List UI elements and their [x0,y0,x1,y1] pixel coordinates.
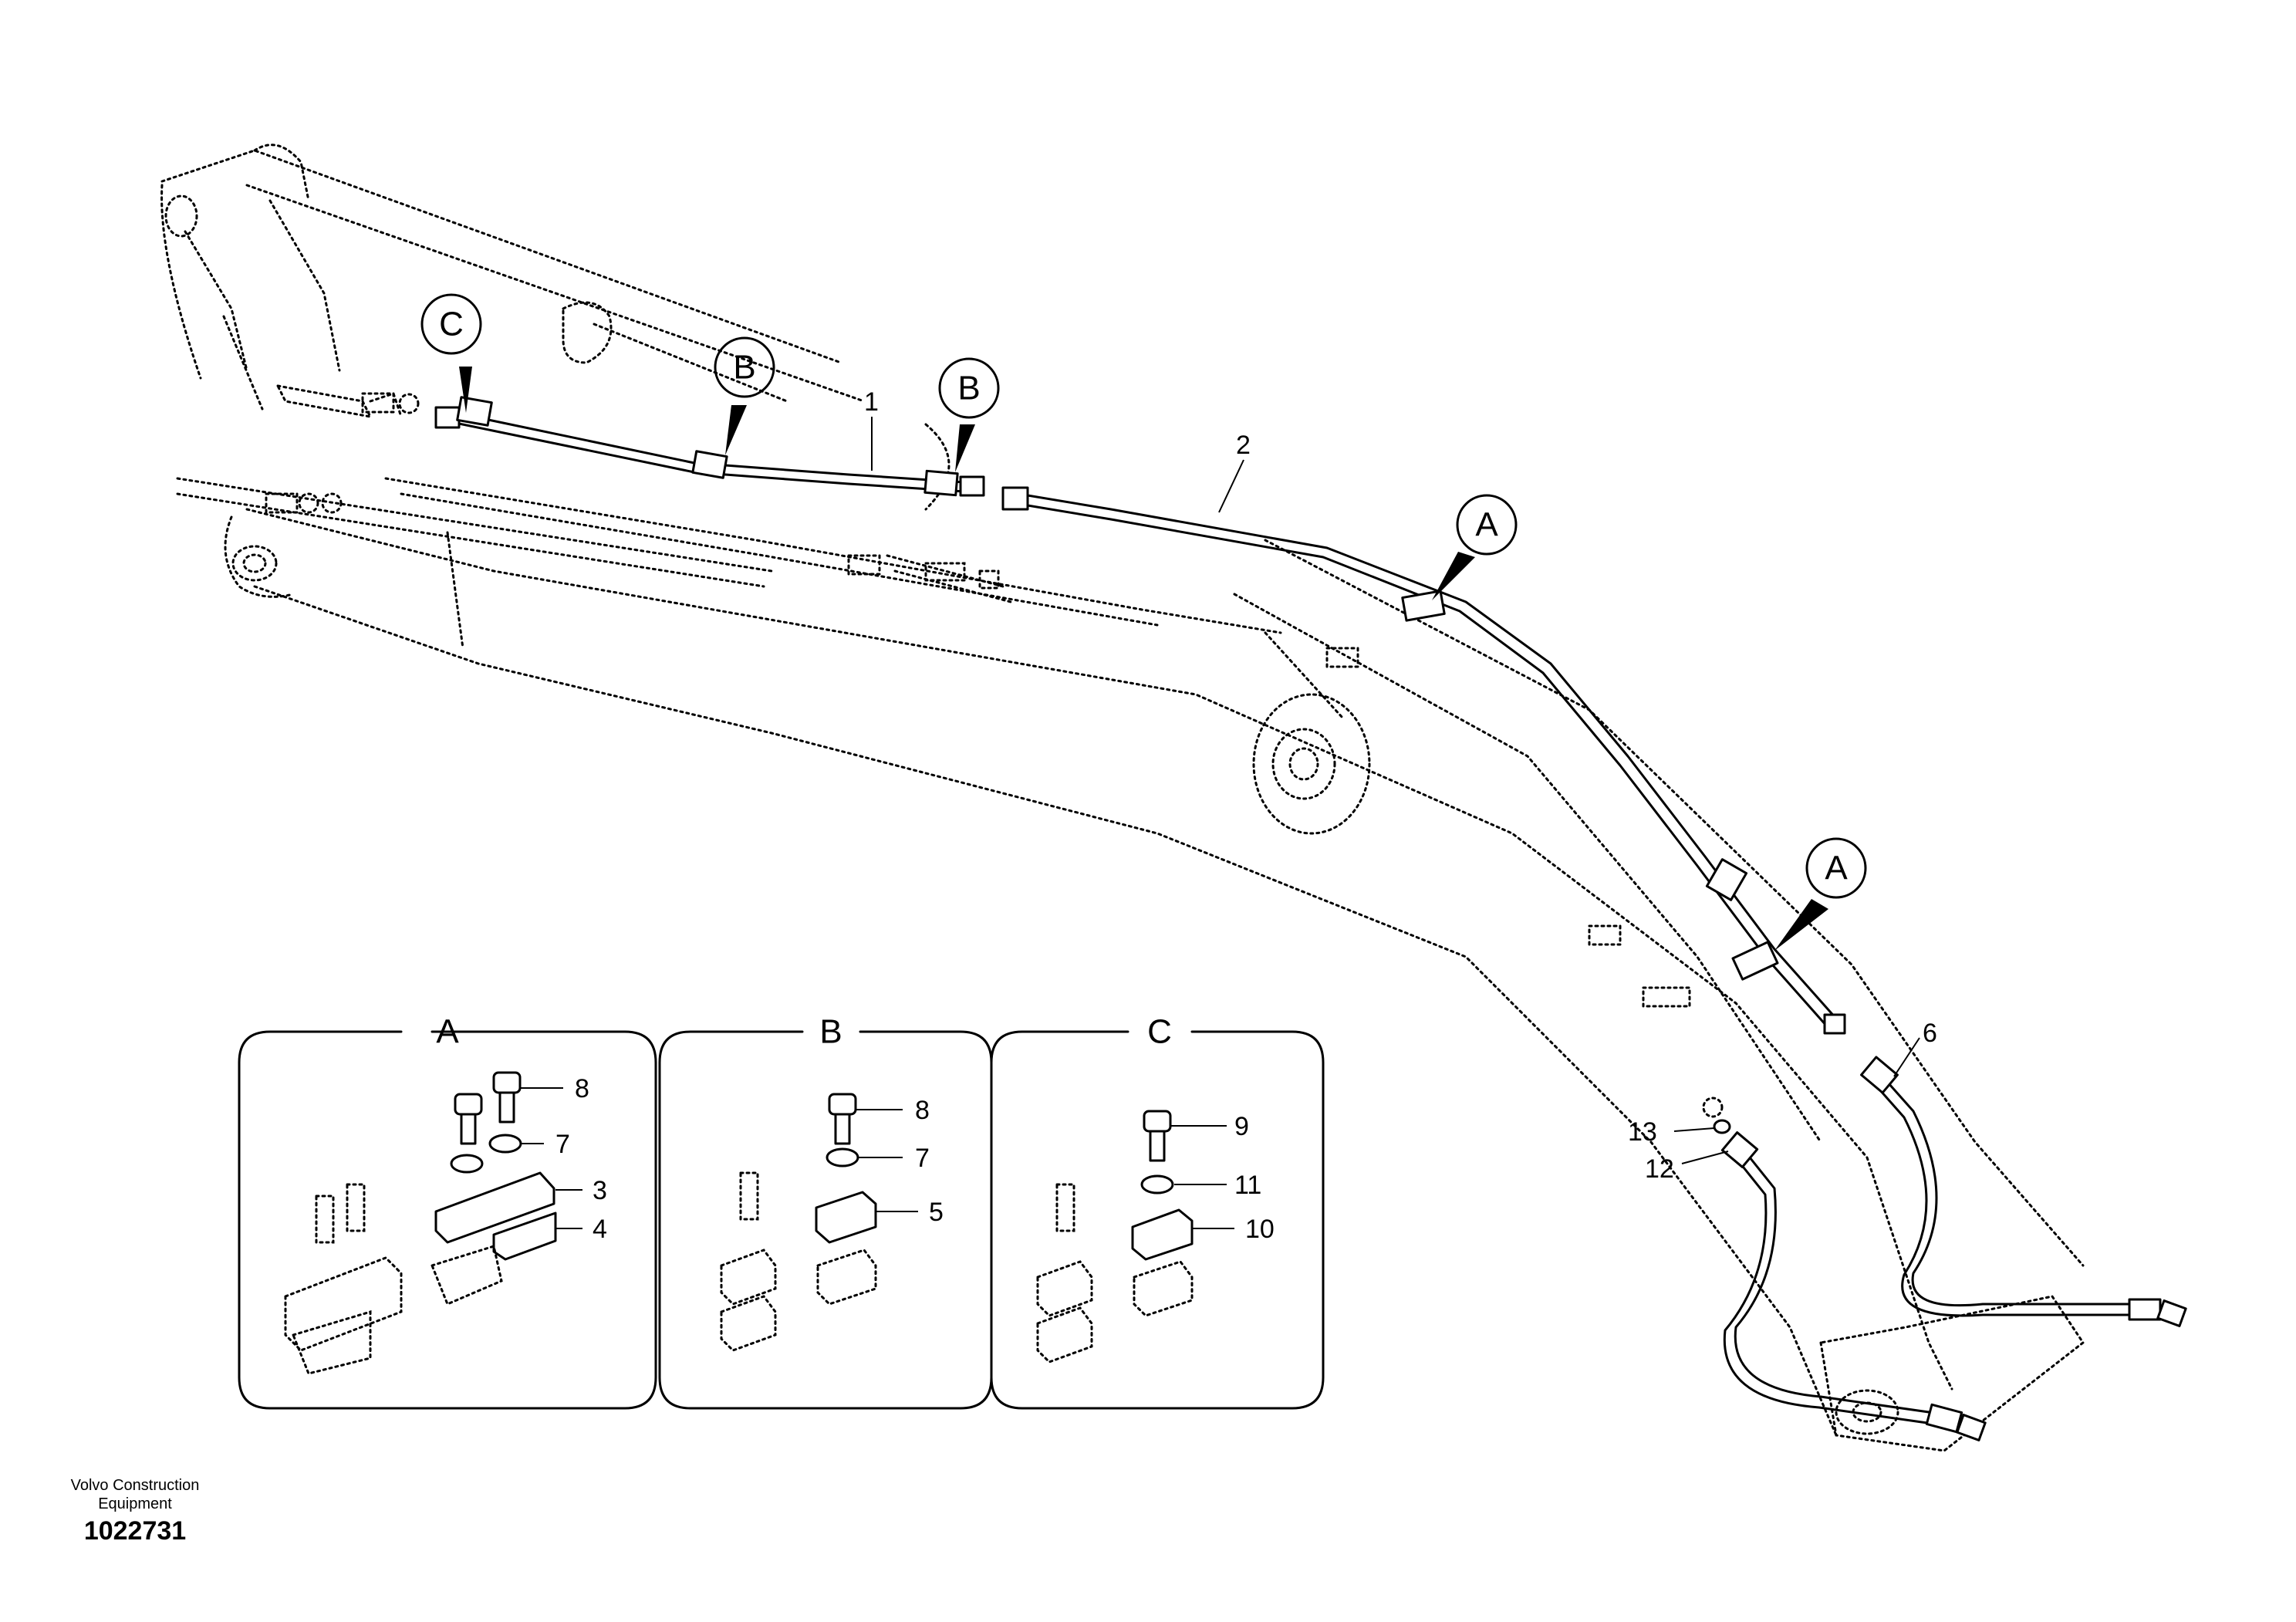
detail-panel-c: C 9 11 10 [990,1013,1325,1410]
callout-a-label-2: A [1825,850,1848,887]
panel-a-part-4: 4 [593,1215,607,1244]
hydraulic-pipe-1 [434,406,985,497]
detail-panel-b: B 8 7 5 [658,1013,993,1410]
callout-b-second: B [938,357,1000,472]
panel-b-part-5: 5 [929,1198,944,1227]
leader-1: 1 [864,387,879,471]
panel-a-title: A [436,1013,459,1051]
leader-12: 12 [1645,1151,1729,1184]
panel-a-part-8: 8 [575,1074,589,1103]
panel-a-part-7: 7 [555,1130,570,1159]
part-number-12: 12 [1645,1154,1674,1184]
callout-a-label-1: A [1475,506,1498,544]
leader-6: 6 [1893,1019,1937,1077]
part-number-2: 2 [1236,431,1251,460]
o-ring-13 [1713,1119,1731,1134]
hose-12 [1720,1131,1987,1441]
boom-outline [224,477,2085,1437]
callout-a-second: A [1774,837,1867,951]
hydraulic-pipe-2 [1001,486,1846,1035]
part-number-6: 6 [1923,1019,1937,1048]
panel-c-part-11: 11 [1234,1171,1261,1200]
detail-panel-a: A 8 7 3 4 [238,1013,657,1410]
callout-b-first: B [714,336,775,455]
panel-b-title: B [819,1013,842,1051]
part-number-1: 1 [864,387,879,417]
part-number-13: 13 [1628,1117,1657,1147]
callout-c-top: C [420,293,482,413]
callout-b-label-1: B [733,349,755,387]
panel-c-part-9: 9 [1234,1112,1249,1141]
panel-b-part-7: 7 [915,1144,930,1173]
leader-13: 13 [1628,1117,1715,1147]
arm-cylinder [160,144,1012,603]
panel-b-part-8: 8 [915,1096,930,1125]
panel-a-part-3: 3 [593,1176,607,1205]
drawing-number: 1022731 [83,1516,187,1546]
callout-c-label: C [439,306,464,343]
panel-c-title: C [1147,1013,1172,1051]
panel-c-part-10: 10 [1245,1215,1275,1244]
hose-6 [1860,1056,2187,1327]
callout-b-label-2: B [957,370,980,407]
company-name: Volvo Construction Equipment [70,1477,200,1512]
boom-pivot [1252,693,1371,835]
leader-2: 2 [1218,431,1251,513]
callout-a-first: A [1432,494,1518,600]
pipe-clamps [456,396,1779,981]
boom-fittings [265,392,1724,1118]
